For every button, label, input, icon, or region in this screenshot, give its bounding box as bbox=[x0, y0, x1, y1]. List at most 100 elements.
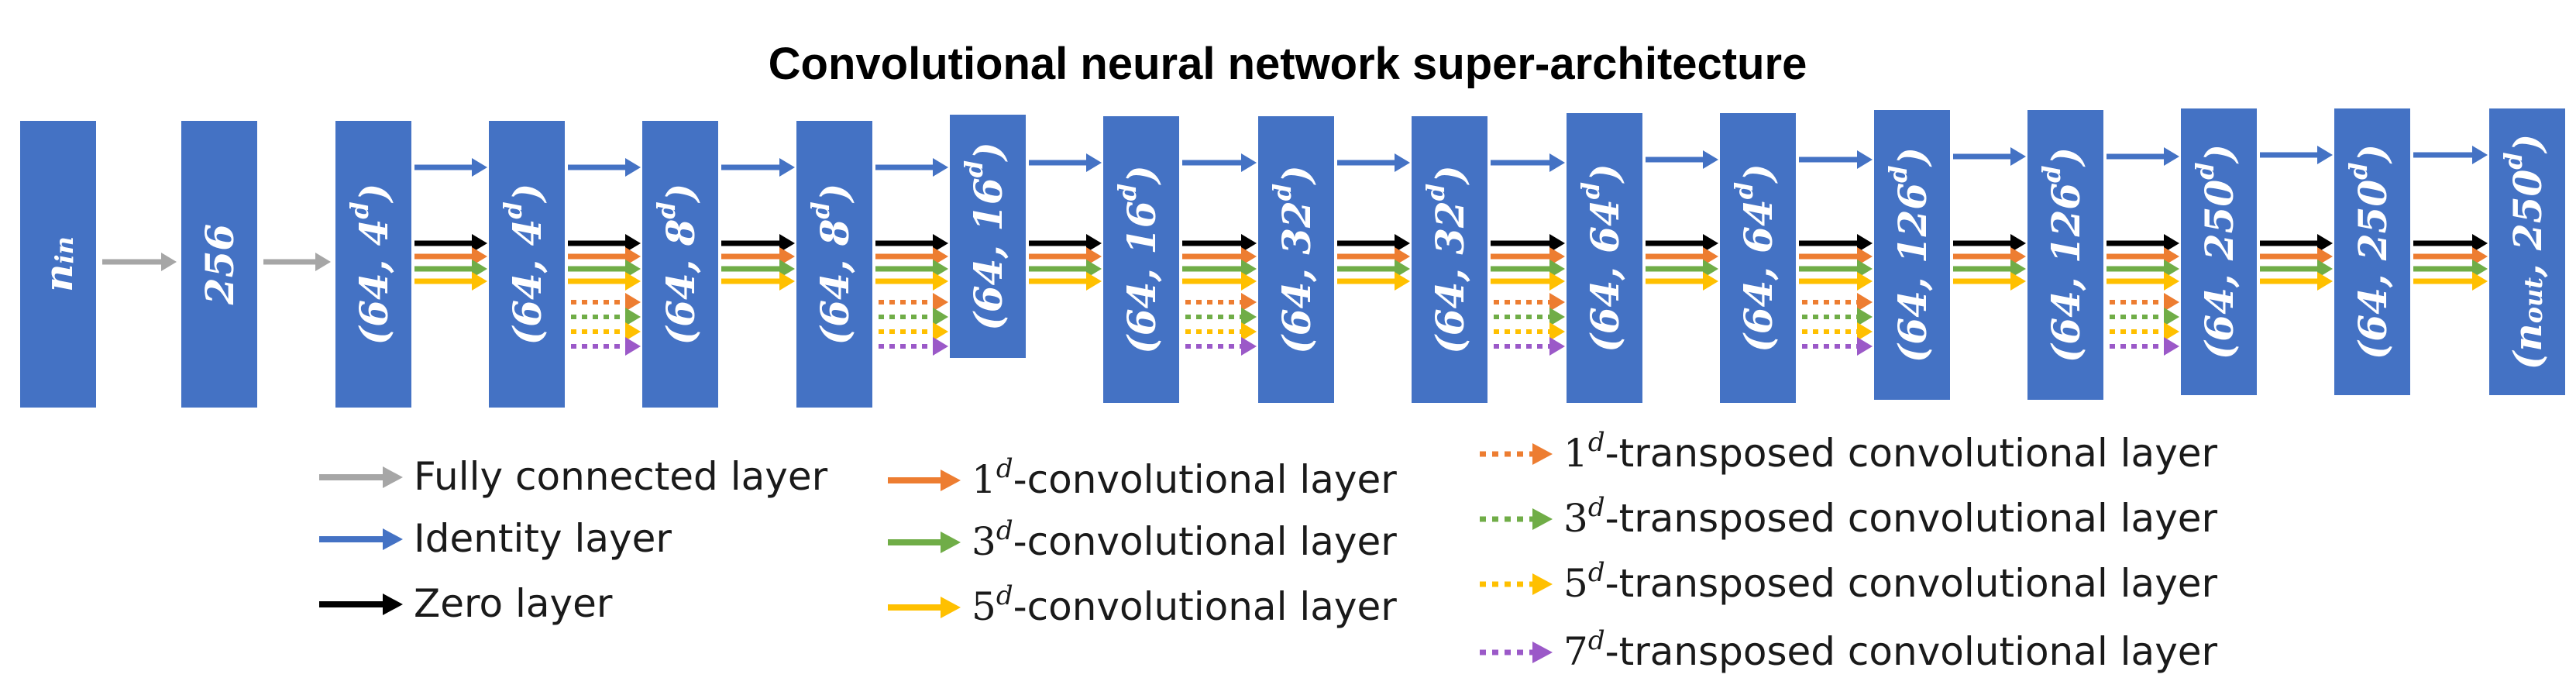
conv3-arrow bbox=[1337, 260, 1410, 278]
layer-block-rect bbox=[181, 121, 257, 408]
layer-block-rect bbox=[1567, 113, 1642, 403]
conv3-arrow bbox=[721, 260, 795, 278]
conv3-arrow bbox=[1646, 260, 1718, 278]
identity-arrow bbox=[1337, 153, 1410, 172]
tconv7-arrow bbox=[571, 337, 641, 356]
zero-arrow bbox=[568, 234, 641, 253]
zero-arrow bbox=[1799, 234, 1873, 253]
conv1-arrow bbox=[1646, 247, 1718, 266]
conv3-arrow bbox=[414, 260, 487, 278]
zero-arrow bbox=[1646, 234, 1718, 253]
legend-item: 3d-convolutional layer bbox=[888, 515, 1397, 564]
legend-arrow-icon bbox=[1532, 443, 1553, 465]
tconv3-arrow bbox=[1802, 308, 1873, 326]
layer-block: nin bbox=[20, 121, 96, 408]
layer-block-label: (64, 64d) bbox=[1576, 163, 1627, 353]
layer-block-label: (64, 4d) bbox=[345, 184, 396, 346]
legend-arrow-icon bbox=[1532, 573, 1553, 595]
conv5-arrow bbox=[2413, 272, 2488, 291]
zero-arrow bbox=[2107, 234, 2179, 253]
conv5-arrow bbox=[1953, 272, 2026, 291]
tconv7-arrow bbox=[2110, 337, 2179, 356]
layer-block-rect bbox=[950, 115, 1026, 358]
zero-arrow bbox=[2413, 234, 2488, 253]
layer-block-rect bbox=[20, 121, 96, 408]
identity-arrow bbox=[2413, 146, 2488, 164]
legend-item: 1d-convolutional layer bbox=[888, 453, 1397, 502]
layer-block-label: (64, 250d) bbox=[2344, 144, 2395, 360]
layer-block-rect bbox=[1103, 116, 1179, 403]
legend-label: 5d-transposed convolutional layer bbox=[1563, 557, 2218, 606]
conv1-arrow bbox=[2413, 247, 2488, 266]
legend-arrow-icon bbox=[941, 532, 961, 553]
conv5-arrow bbox=[2107, 272, 2179, 291]
zero-arrow bbox=[1953, 234, 2026, 253]
conv3-arrow bbox=[1799, 260, 1873, 278]
layer-block: (64, 8d) bbox=[642, 121, 718, 408]
layer-block: (64, 16d) bbox=[1103, 116, 1179, 403]
legend-label: Identity layer bbox=[414, 516, 672, 561]
layer-block-rect bbox=[1258, 116, 1334, 403]
legend-item: Identity layer bbox=[319, 516, 672, 561]
layer-block: 256 bbox=[181, 121, 257, 408]
layer-block-rect bbox=[642, 121, 718, 408]
tconv1-arrow bbox=[571, 293, 641, 311]
conv5-arrow bbox=[875, 272, 948, 291]
legend-label: 7d-transposed convolutional layer bbox=[1563, 625, 2218, 674]
conv1-arrow bbox=[1337, 247, 1410, 266]
layer-block: (64, 126d) bbox=[2027, 110, 2103, 400]
conv5-arrow bbox=[1646, 272, 1718, 291]
layer-block: (64, 8d) bbox=[796, 121, 872, 408]
zero-arrow bbox=[721, 234, 795, 253]
layer-block-rect bbox=[2489, 108, 2565, 395]
conv3-arrow bbox=[875, 260, 948, 278]
conv5-arrow bbox=[414, 272, 487, 291]
layer-block: (64, 64d) bbox=[1720, 113, 1796, 403]
identity-arrow bbox=[2260, 146, 2333, 164]
zero-arrow bbox=[1337, 234, 1410, 253]
conv3-arrow bbox=[2413, 260, 2488, 278]
layer-block: (64, 64d) bbox=[1567, 113, 1642, 403]
layer-block-rect bbox=[1412, 116, 1487, 403]
layer-block-rect bbox=[335, 121, 411, 408]
legend-item: Zero layer bbox=[319, 581, 613, 626]
zero-arrow bbox=[1029, 234, 1102, 253]
tconv1-arrow bbox=[1802, 293, 1873, 311]
legend-label: 1d-convolutional layer bbox=[972, 453, 1397, 502]
legend-label: Zero layer bbox=[414, 581, 613, 626]
conv1-arrow bbox=[1182, 247, 1257, 266]
conv1-arrow bbox=[2260, 247, 2333, 266]
conv5-arrow bbox=[2260, 272, 2333, 291]
identity-arrow bbox=[1953, 147, 2026, 166]
layer-block-rect bbox=[796, 121, 872, 408]
layer-block-rect bbox=[1720, 113, 1796, 403]
legend-item: 3d-transposed convolutional layer bbox=[1480, 492, 2218, 541]
conv3-arrow bbox=[1182, 260, 1257, 278]
layer-block-label: (64, 8d) bbox=[806, 184, 857, 346]
conv3-arrow bbox=[2107, 260, 2179, 278]
conv5-arrow bbox=[1799, 272, 1873, 291]
conv5-arrow bbox=[1491, 272, 1565, 291]
conv1-arrow bbox=[414, 247, 487, 266]
tconv7-arrow bbox=[1494, 337, 1565, 356]
conv3-arrow bbox=[1491, 260, 1565, 278]
conv1-arrow bbox=[721, 247, 795, 266]
tconv7-arrow bbox=[1185, 337, 1257, 356]
conv1-arrow bbox=[2107, 247, 2179, 266]
identity-arrow bbox=[414, 158, 487, 177]
layer-block: (64, 16d) bbox=[950, 115, 1026, 358]
tconv7-arrow bbox=[879, 337, 948, 356]
tconv5-arrow bbox=[2110, 322, 2179, 341]
identity-arrow bbox=[2107, 147, 2179, 166]
tconv5-arrow bbox=[1494, 322, 1565, 341]
layer-block-label: (64, 32d) bbox=[1421, 165, 1472, 354]
conv1-arrow bbox=[1799, 247, 1873, 266]
identity-arrow bbox=[568, 158, 641, 177]
layer-block: (64, 250d) bbox=[2181, 108, 2257, 395]
tconv3-arrow bbox=[2110, 308, 2179, 326]
legend-item: 7d-transposed convolutional layer bbox=[1480, 625, 2218, 674]
tconv3-arrow bbox=[879, 308, 948, 326]
layer-block-label: nin bbox=[36, 236, 81, 292]
tconv7-arrow bbox=[1802, 337, 1873, 356]
layer-block: (64, 32d) bbox=[1412, 116, 1487, 403]
